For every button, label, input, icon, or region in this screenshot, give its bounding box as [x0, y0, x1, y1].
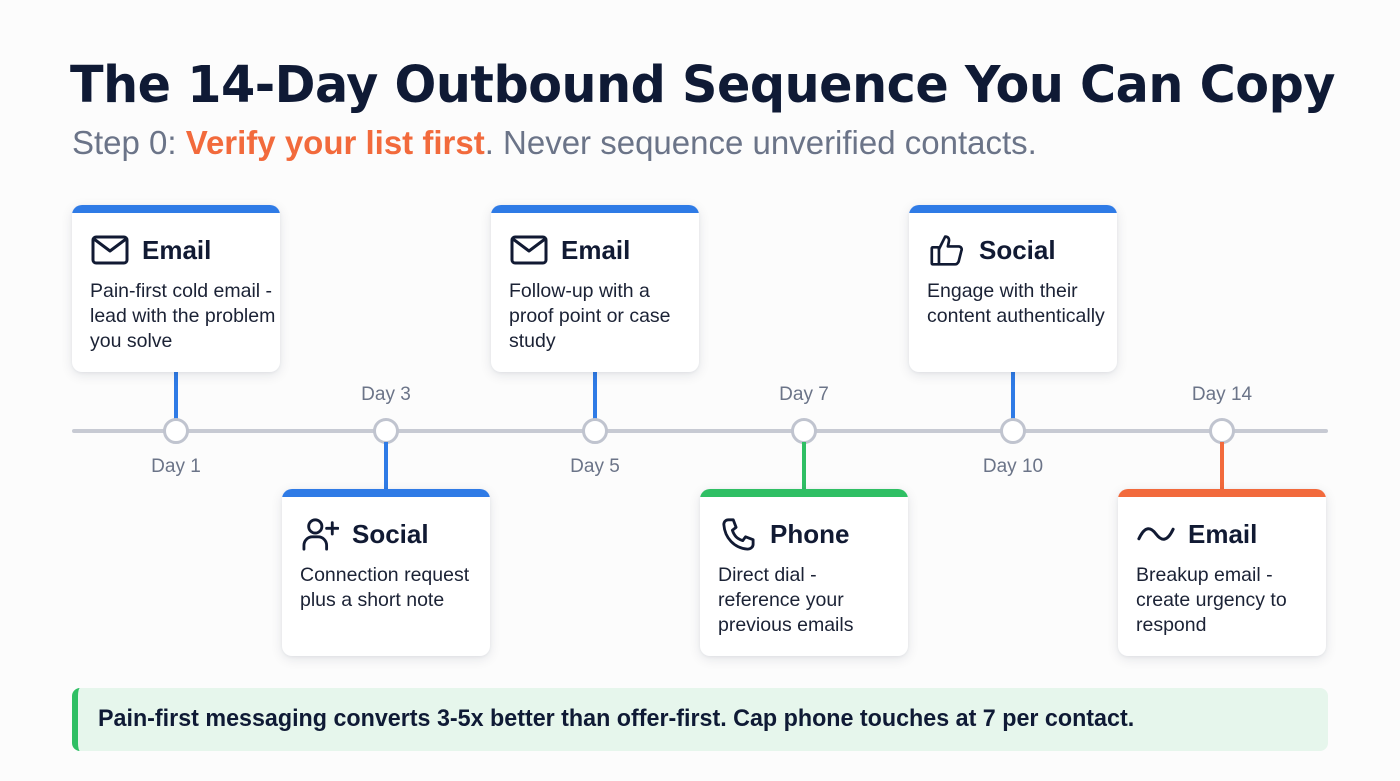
subtitle-prefix: Step 0:	[72, 124, 186, 161]
envelope-icon	[90, 232, 130, 268]
day-label: Day 1	[151, 456, 201, 477]
timeline-line	[72, 429, 1328, 433]
connector-day-10	[1011, 372, 1015, 420]
step-card-day-10: Social Engage with their content authent…	[909, 205, 1117, 372]
thumbs-up-icon	[927, 232, 967, 268]
timeline-node-day-1	[163, 418, 189, 444]
subtitle-suffix: . Never sequence unverified contacts.	[484, 124, 1037, 161]
timeline-node-day-14	[1209, 418, 1235, 444]
connector-day-14	[1220, 442, 1224, 492]
card-description: Pain-first cold email - lead with the pr…	[90, 280, 276, 352]
card-description: Follow-up with a proof point or case stu…	[509, 280, 671, 352]
timeline-node-day-10	[1000, 418, 1026, 444]
user-plus-icon	[300, 516, 340, 552]
subtitle-highlight: Verify your list first	[185, 124, 485, 161]
envelope-icon	[509, 232, 549, 268]
connector-day-1	[174, 372, 178, 420]
card-channel: Social	[979, 234, 1056, 265]
connector-day-3	[384, 442, 388, 492]
card-channel: Email	[1188, 518, 1258, 549]
card-description: Connection request plus a short note	[300, 564, 470, 611]
card-channel: Social	[352, 518, 429, 549]
day-label: Day 7	[779, 384, 829, 405]
card-channel: Email	[561, 234, 631, 265]
subtitle: Step 0: Verify your list first. Never se…	[72, 124, 1037, 162]
card-accent-bar	[1118, 489, 1326, 497]
phone-icon	[718, 516, 758, 552]
connector-day-5	[593, 372, 597, 420]
card-description: Direct dial - reference your previous em…	[718, 564, 854, 636]
card-description: Engage with their content authentically	[927, 280, 1105, 327]
connector-day-7	[802, 442, 806, 492]
timeline-node-day-7	[791, 418, 817, 444]
day-label: Day 14	[1191, 384, 1253, 405]
timeline-node-day-3	[373, 418, 399, 444]
card-accent-bar	[72, 205, 280, 213]
day-label: Day 3	[361, 384, 411, 405]
day-label: Day 5	[570, 456, 620, 477]
card-accent-bar	[700, 489, 908, 497]
day-label: Day 10	[982, 456, 1044, 477]
step-card-day-14: Email Breakup email - create urgency to …	[1118, 489, 1326, 656]
step-card-day-7: Phone Direct dial - reference your previ…	[700, 489, 908, 656]
wave-icon	[1136, 516, 1176, 552]
step-card-day-3: Social Connection request plus a short n…	[282, 489, 490, 656]
card-accent-bar	[909, 205, 1117, 213]
card-channel: Email	[142, 234, 212, 265]
page-title: The 14-Day Outbound Sequence You Can Cop…	[70, 56, 1335, 115]
card-accent-bar	[282, 489, 490, 497]
callout-text: Pain-first messaging converts 3-5x bette…	[98, 705, 1135, 732]
card-accent-bar	[491, 205, 699, 213]
step-card-day-5: Email Follow-up with a proof point or ca…	[491, 205, 699, 372]
step-card-day-1: Email Pain-first cold email - lead with …	[72, 205, 280, 372]
card-description: Breakup email - create urgency to respon…	[1136, 564, 1287, 636]
card-channel: Phone	[770, 518, 850, 549]
key-insight-callout: Pain-first messaging converts 3-5x bette…	[72, 688, 1328, 751]
timeline-node-day-5	[582, 418, 608, 444]
